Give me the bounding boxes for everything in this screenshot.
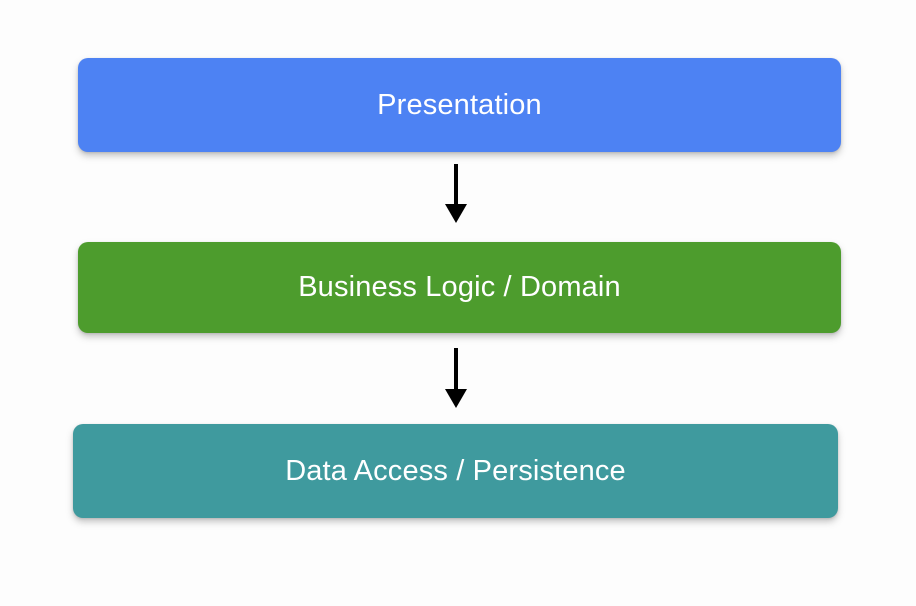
down-arrow-icon xyxy=(445,348,467,408)
node-business-logic-label: Business Logic / Domain xyxy=(298,271,621,303)
node-business-logic[interactable]: Business Logic / Domain xyxy=(78,242,841,333)
node-data-access[interactable]: Data Access / Persistence xyxy=(73,424,838,518)
down-arrow-icon xyxy=(445,164,467,223)
edge-presentation-to-business xyxy=(435,162,477,224)
node-presentation[interactable]: Presentation xyxy=(78,58,841,152)
node-presentation-label: Presentation xyxy=(377,88,542,121)
edge-business-to-data xyxy=(435,345,477,409)
node-data-access-label: Data Access / Persistence xyxy=(285,454,626,487)
